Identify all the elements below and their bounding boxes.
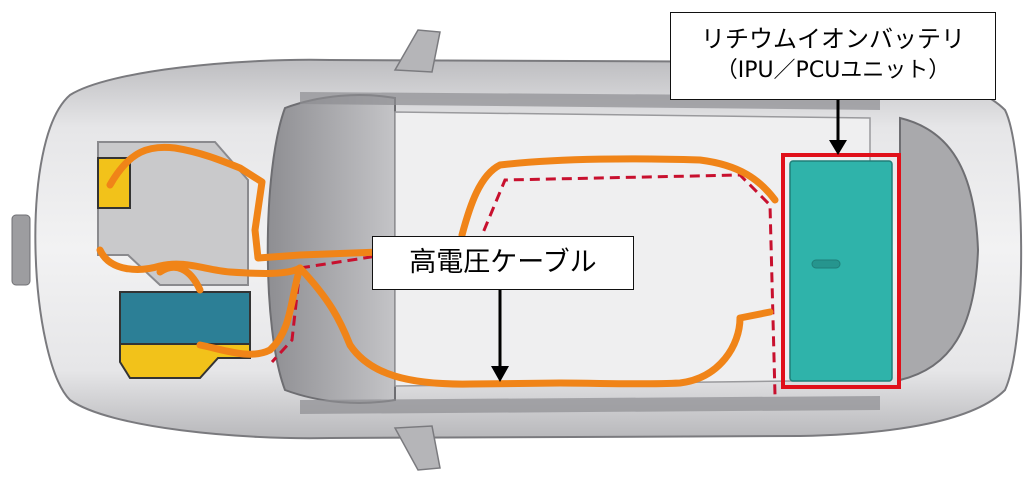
- battery-label-line1: リチウムイオンバッテリ: [701, 25, 965, 53]
- battery-handle: [811, 259, 841, 269]
- cable-label: 高電圧ケーブル: [409, 247, 597, 278]
- cable-label-box: 高電圧ケーブル: [372, 236, 634, 290]
- battery-outline: [781, 153, 901, 389]
- mirror-top: [393, 29, 441, 73]
- motor-unit: [119, 291, 251, 345]
- high-voltage-cables: [96, 143, 779, 388]
- battery-label-line2: （IPU／PCUユニット）: [715, 58, 951, 83]
- battery-arrow: [829, 100, 847, 155]
- cable-arrow: [491, 290, 509, 382]
- battery-unit: [789, 160, 893, 382]
- battery-label-box: リチウムイオンバッテリ （IPU／PCUユニット）: [670, 12, 996, 100]
- side-window-bottom: [300, 396, 880, 414]
- front-grille: [11, 214, 31, 286]
- mirror-bottom: [393, 425, 441, 471]
- rear-window: [899, 116, 980, 382]
